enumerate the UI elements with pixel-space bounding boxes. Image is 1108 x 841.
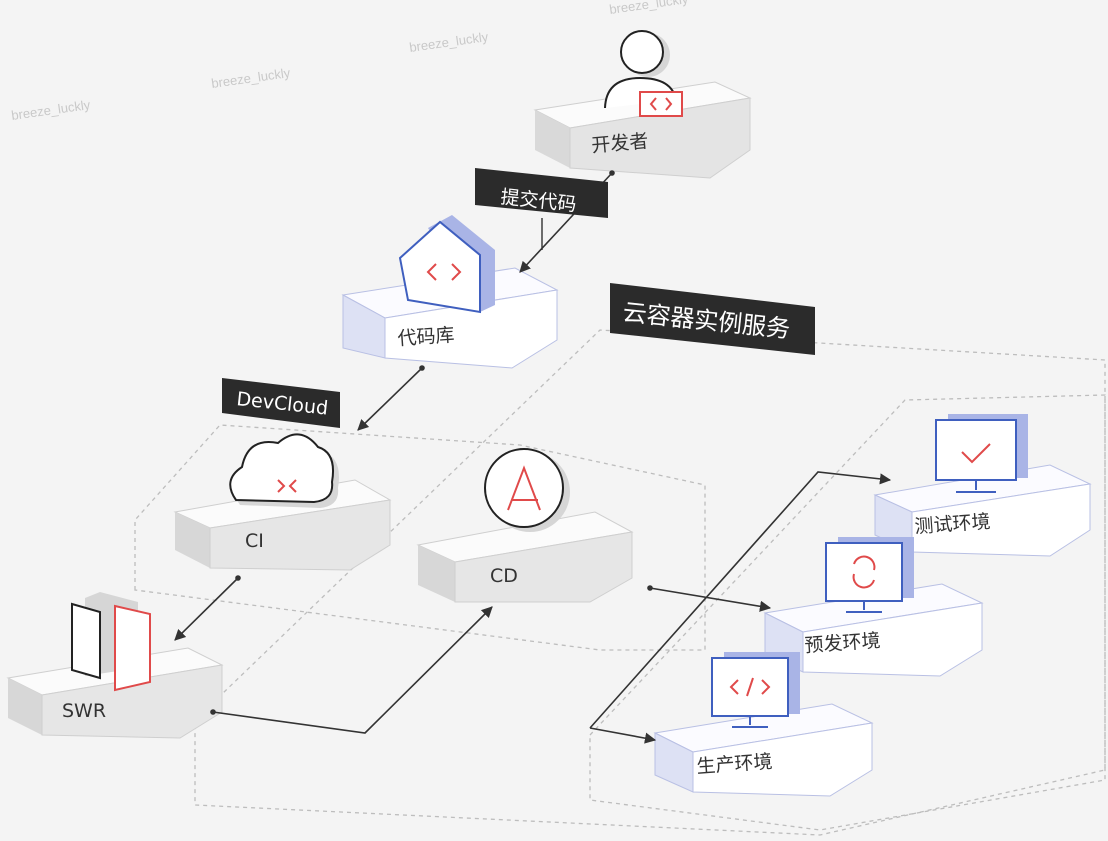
deploy-icon (484, 448, 570, 532)
connectors (174, 170, 892, 744)
test-env-label: 测试环境 (914, 511, 991, 538)
developer-label: 开发者 (591, 130, 650, 157)
commit-code-tag: 提交代码 (475, 168, 608, 250)
prod-env-node: 生产环境 (653, 652, 874, 797)
watermark-text: breeze_luckly (10, 97, 91, 123)
code-repo-icon (398, 215, 495, 314)
developer-icon (604, 30, 683, 117)
arrow-swr-to-cd (212, 606, 493, 734)
arrow-cd-to-staging (649, 587, 772, 612)
monitor-code-icon (711, 652, 800, 728)
staging-env-label: 预发环境 (804, 630, 881, 657)
arrow-cd-to-prod (589, 727, 657, 744)
arrow-ci-to-swr (174, 577, 239, 641)
registry-icon (71, 592, 151, 692)
test-env-node: 测试环境 (873, 414, 1092, 557)
developer-node: 开发者 (533, 30, 752, 179)
arrow-cd-to-test (589, 471, 892, 729)
devcloud-tag: DevCloud (222, 378, 340, 428)
swr-node: SWR (6, 592, 224, 739)
watermark-text: breeze_luckly (408, 29, 489, 55)
code-repo-node: 代码库 (341, 215, 559, 369)
container-service-region (194, 329, 1106, 836)
monitor-refresh-icon (825, 537, 914, 613)
staging-env-node: 预发环境 (763, 537, 984, 677)
arrow-repo-to-ci (357, 367, 423, 431)
monitor-check-icon (935, 414, 1028, 493)
prod-env-label: 生产环境 (696, 751, 773, 778)
cd-node: CD (416, 448, 634, 603)
watermark-text: breeze_luckly (210, 65, 291, 91)
ci-node: CI (173, 433, 392, 571)
watermark-text: breeze_luckly (608, 0, 689, 17)
swr-label: SWR (62, 700, 106, 722)
code-repo-label: 代码库 (397, 324, 455, 350)
cloud-icon (229, 433, 339, 508)
devcloud-region (134, 424, 706, 651)
cd-label: CD (490, 565, 518, 587)
ci-label: CI (245, 530, 264, 552)
container-service-tag: 云容器实例服务 (610, 283, 815, 355)
